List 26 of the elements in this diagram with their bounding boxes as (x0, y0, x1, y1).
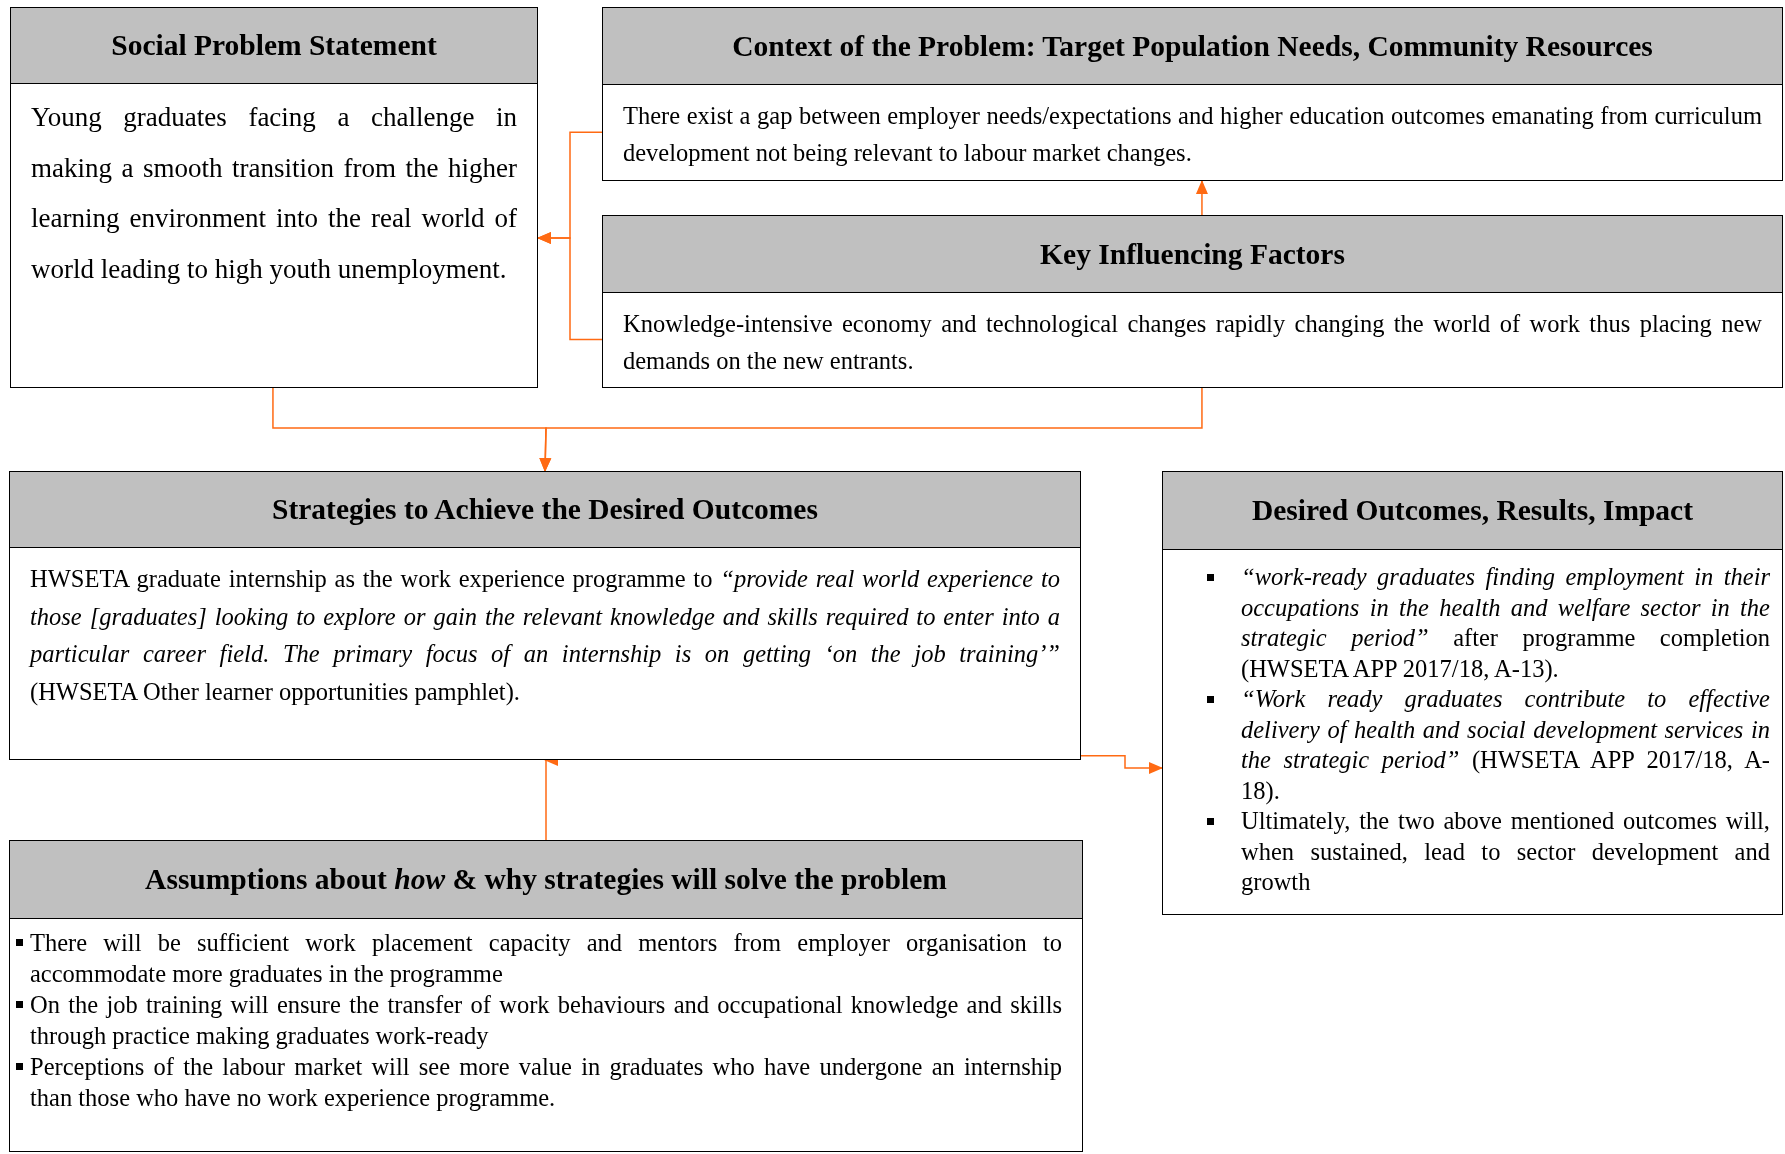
arrow (537, 231, 603, 341)
section-card (10, 7, 538, 388)
section-card (602, 7, 1783, 181)
section-heading: Desired Outcomes, Results, Impact (1163, 472, 1782, 550)
bullet-text: Perceptions of the labour market will see more value in graduates who have undergone an internship than those who have no work experience programme. (30, 1053, 1062, 1111)
section-heading: Key Influencing Factors (603, 216, 1782, 293)
section-heading: Strategies to Achieve the Desired Outcomes (10, 472, 1080, 548)
bullet-text: Ultimately, the two above mentioned outcomes will, when sustained, lead to sector development and growth (1241, 807, 1770, 895)
body-text: Knowledge-intensive economy and technological changes rapidly changing the world of work thus placing new demands on the new entrants. (623, 309, 1762, 376)
bullet-text: On the job training will ensure the transfer of work behaviours and occupational knowledge and skills through practice making graduates work-ready (30, 991, 1062, 1049)
bullet-text: “work-ready graduates finding employment in their occupations in the health and welfare sector in the strategic period” after programme completion (HWSETA APP 2017/18, A-13). (1241, 563, 1770, 682)
body-text: There exist a gap between employer needs/expectations and higher education outcomes emanating from curriculum development not being relevant to labour market changes. (623, 101, 1762, 168)
section-card (1162, 471, 1783, 915)
bullet-text: There will be sufficient work placement capacity and mentors from employer organisation to accommodate more graduates in the programme (30, 929, 1062, 987)
section-card (9, 471, 1081, 760)
section-heading: Social Problem Statement (11, 8, 537, 84)
body-text: HWSETA graduate internship as the work experience programme to “provide real world experience to those [graduates] looking to explore or gain the relevant knowledge and skills required to enter into a particular career field. The primary focus of an internship is on getting ‘on the job training’” (HWSETA Other learner opportunities pamphlet). (30, 564, 1060, 708)
section-heading: Assumptions about how & why strategies will solve the problem (10, 841, 1082, 919)
arrow (1080, 754, 1163, 774)
bullet-text: “Work ready graduates contribute to effective delivery of health and social development services in the strategic period” (HWSETA APP 2017/18, A-18). (1241, 685, 1770, 804)
section-heading: Context of the Problem: Target Population Needs, Community Resources (603, 8, 1782, 85)
section-card (9, 840, 1083, 1152)
body-text: Young graduates facing a challenge in making a smooth transition from the higher learning environment into the real world of world leading to high youth unemployment. (31, 101, 517, 286)
arrow (539, 387, 1203, 472)
section-card (602, 215, 1783, 388)
arrow (1195, 180, 1208, 216)
